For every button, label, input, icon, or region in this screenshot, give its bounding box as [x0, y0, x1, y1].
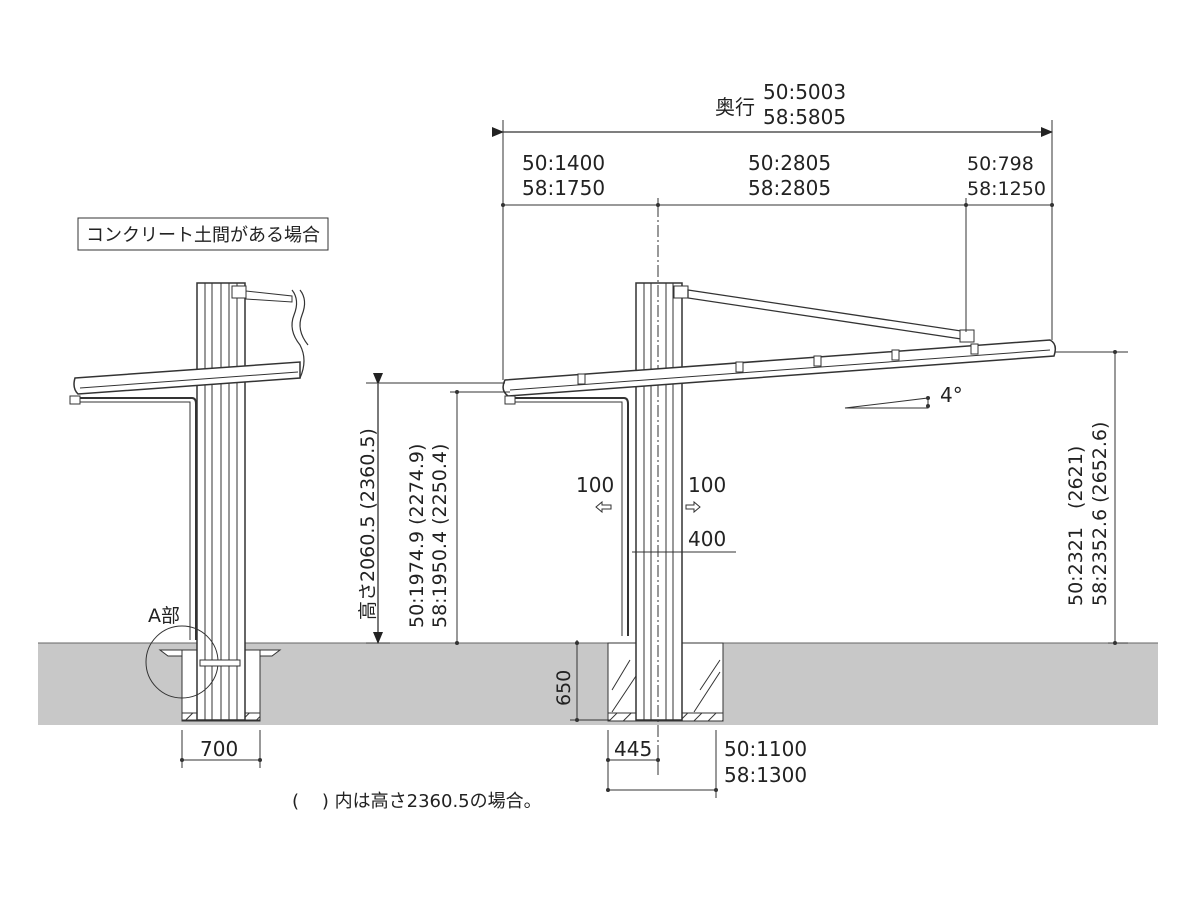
a-part-label: A部	[148, 605, 180, 627]
concrete-label-box	[77, 217, 329, 251]
bottom-right-v58: 58:1300	[724, 763, 807, 787]
depth-label: 奥行	[715, 95, 755, 119]
concrete-label: コンクリート土間がある場合	[86, 225, 320, 246]
width-700-label: 700	[200, 737, 238, 761]
depth-v50: 50:5003	[763, 80, 846, 104]
tie-rod	[687, 289, 969, 341]
height-right-v50: 50:2321 (2621)	[1065, 446, 1087, 606]
bottom-right-v50: 50:1100	[724, 737, 807, 761]
segment-3-v50: 50:798	[967, 153, 1034, 175]
height-right-v58: 58:2352.6 (2652.6)	[1089, 422, 1111, 606]
segment-2-v58: 58:2805	[748, 176, 831, 200]
height-left-v58: 58:1950.4 (2250.4)	[429, 444, 451, 628]
left-beam	[73, 361, 301, 395]
segment-1-v58: 58:1750	[522, 176, 605, 200]
angle-label: 4°	[940, 383, 963, 407]
height-left-v50: 50:1974.9 (2274.9)	[406, 444, 428, 628]
height-left-main: 高さ2060.5 (2360.5)	[357, 428, 379, 620]
depth-v58: 58:5805	[763, 105, 846, 129]
dimension-lines	[181, 120, 1128, 798]
offset-right-label: 100	[688, 473, 726, 497]
angle-marker	[844, 397, 929, 409]
depth-650-label: 650	[553, 670, 575, 706]
arrow-right-icon	[685, 500, 701, 514]
left-view	[69, 282, 309, 722]
footnote: ( ) 内は高さ2360.5の場合。	[292, 791, 542, 812]
offset-left-label: 100	[576, 473, 614, 497]
right-post	[635, 282, 683, 721]
width-445-label: 445	[614, 737, 652, 761]
right-beam	[502, 339, 1057, 397]
segment-2-v50: 50:2805	[748, 151, 831, 175]
segment-1-v50: 50:1400	[522, 151, 605, 175]
offset-400-label: 400	[688, 527, 726, 551]
arrow-left-icon	[595, 500, 612, 514]
right-view	[502, 205, 1057, 775]
segment-3-v58: 58:1250	[967, 178, 1046, 200]
